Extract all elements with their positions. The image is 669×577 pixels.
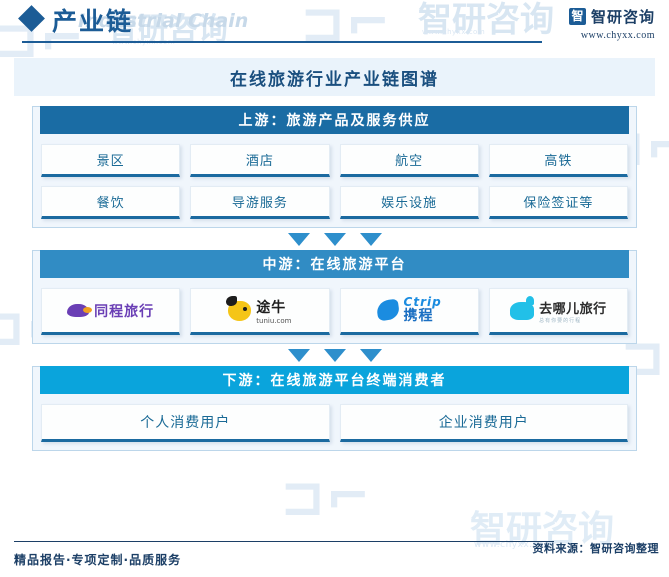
qunar-label: 去哪儿旅行 <box>539 301 607 317</box>
brand-logo-icon: 智 <box>568 8 586 25</box>
tuniu-label: 途牛 <box>256 299 287 316</box>
header-subtitle: Industrial Chain <box>78 10 249 32</box>
page-header: Industrial Chain 产业链 智 智研咨询 www.chyxx.co… <box>0 0 669 50</box>
diamond-icon <box>18 5 45 32</box>
qunar-logo-icon <box>510 295 535 320</box>
ctrip-label-en: Ctrip <box>403 295 442 310</box>
flow-arrows-upstream-to-midstream <box>0 228 669 250</box>
upstream-row-1: 景区 酒店 航空 高铁 <box>41 144 628 177</box>
midstream-company-tuniu[interactable]: 途牛 tuniu.com <box>190 288 330 335</box>
qunar-slogan: 总有你要的行程 <box>539 317 582 324</box>
brand-block: 智 智研咨询 www.chyxx.com <box>568 6 655 41</box>
midstream-company-qunar[interactable]: 去哪儿旅行 总有你要的行程 <box>488 288 628 335</box>
upstream-item[interactable]: 餐饮 <box>41 186 181 219</box>
stage-downstream: 下游：在线旅游平台终端消费者 个人消费用户 企业消费用户 <box>32 366 637 451</box>
midstream-company-ctrip[interactable]: Ctrip 携程 <box>339 288 479 335</box>
midstream-companies: 同程旅行 途牛 tuniu.com Ctrip 携程 <box>41 288 628 335</box>
tongcheng-label: 同程旅行 <box>94 303 155 320</box>
upstream-item[interactable]: 航空 <box>339 144 479 177</box>
downstream-item[interactable]: 企业消费用户 <box>339 404 628 442</box>
upstream-item[interactable]: 高铁 <box>488 144 628 177</box>
triangle-down-icon <box>323 232 346 246</box>
watermark-mark: ⊐⌐ <box>280 465 371 528</box>
brand-url: www.chyxx.com <box>580 30 655 41</box>
stage-upstream-banner: 上游：旅游产品及服务供应 <box>40 106 629 134</box>
upstream-row-2: 餐饮 导游服务 娱乐设施 保险签证等 <box>41 186 628 219</box>
ctrip-label-cn: 携程 <box>403 308 434 325</box>
footer-source: 资料来源：智研咨询整理 <box>532 542 659 555</box>
upstream-item[interactable]: 景区 <box>41 144 181 177</box>
stage-upstream: 上游：旅游产品及服务供应 景区 酒店 航空 高铁 餐饮 导游服务 娱乐设施 保险… <box>32 106 637 228</box>
page-footer: 精品报告·专项定制·品质服务 资料来源：智研咨询整理 <box>0 533 669 577</box>
header-divider <box>22 41 542 43</box>
page-title: 产业链 <box>52 7 134 36</box>
flow-arrows-midstream-to-downstream <box>0 344 669 366</box>
upstream-item[interactable]: 娱乐设施 <box>339 186 479 219</box>
midstream-company-tongcheng[interactable]: 同程旅行 <box>41 288 181 335</box>
upstream-item[interactable]: 导游服务 <box>190 186 330 219</box>
ctrip-logo-icon <box>375 299 400 322</box>
brand-name: 智研咨询 <box>590 8 655 26</box>
downstream-item[interactable]: 个人消费用户 <box>41 404 330 442</box>
triangle-down-icon <box>287 348 310 362</box>
upstream-item[interactable]: 酒店 <box>190 144 330 177</box>
stage-downstream-banner: 下游：在线旅游平台终端消费者 <box>40 366 629 394</box>
triangle-down-icon <box>323 348 346 362</box>
diagram-title: 在线旅游行业产业链图谱 <box>14 58 655 96</box>
tongcheng-logo-icon <box>67 304 93 317</box>
triangle-down-icon <box>287 232 310 246</box>
downstream-items: 个人消费用户 企业消费用户 <box>41 404 628 442</box>
triangle-down-icon <box>359 232 382 246</box>
upstream-item[interactable]: 保险签证等 <box>488 186 628 219</box>
footer-tagline: 精品报告·专项定制·品质服务 <box>14 553 182 567</box>
tuniu-domain: tuniu.com <box>256 316 292 325</box>
stage-midstream-banner: 中游：在线旅游平台 <box>40 250 629 278</box>
triangle-down-icon <box>359 348 382 362</box>
stage-midstream: 中游：在线旅游平台 同程旅行 途牛 tuniu.com Ctrip <box>32 250 637 344</box>
footer-divider <box>14 541 554 542</box>
tuniu-logo-icon <box>226 295 252 321</box>
